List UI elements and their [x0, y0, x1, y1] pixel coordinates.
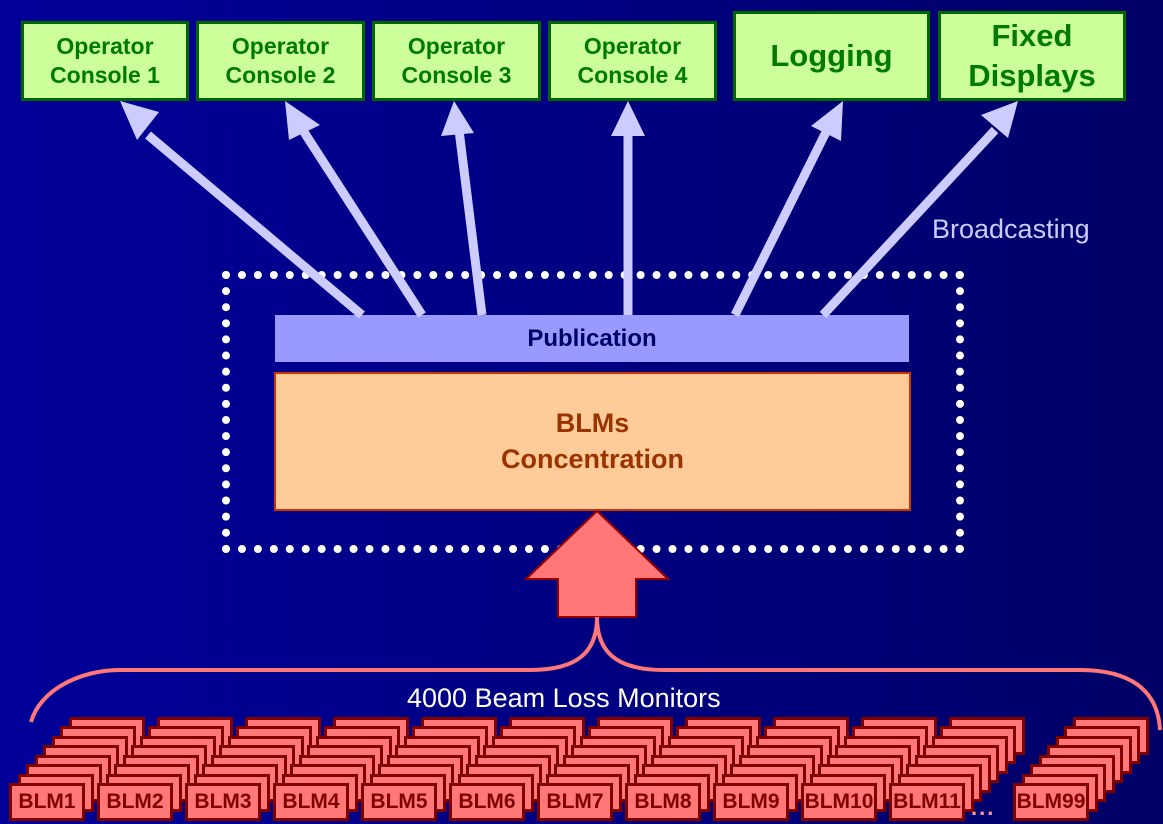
broadcast-arrow-2	[285, 101, 426, 318]
concentration-layer: BLMs Concentration	[274, 372, 911, 511]
blm-card-label: BLM5	[370, 790, 428, 813]
blm-card-label: BLM6	[458, 790, 516, 813]
blm-card-3: BLM3	[185, 783, 261, 821]
fixed-displays-label: Fixed Displays	[968, 17, 1096, 93]
blm-card-label: BLM8	[634, 790, 692, 813]
broadcasting-label: Broadcasting	[932, 214, 1090, 244]
blm-card-1: BLM1	[9, 783, 85, 821]
logging-box: Logging	[733, 11, 930, 101]
broadcast-arrow-3-head	[441, 101, 474, 136]
blm-card-6: BLM6	[449, 783, 525, 821]
blm-card-last: BLM99	[1013, 783, 1089, 821]
blm-card-label: BLM11	[893, 790, 961, 813]
aggregation-up-arrow	[523, 509, 671, 618]
broadcast-arrows	[120, 101, 1018, 319]
operator-console-3-label: Operator Console 3	[401, 33, 512, 88]
broadcast-arrow-5-head	[811, 101, 843, 141]
broadcast-arrow-4-head	[611, 101, 645, 136]
broadcast-arrow-5	[730, 101, 843, 318]
monitors-brace	[29, 616, 1162, 731]
broadcast-arrow-4	[611, 101, 645, 315]
blm-card-label: BLM99	[1016, 790, 1086, 813]
broadcast-arrow-6-head	[981, 101, 1018, 138]
blm-card-label: BLM7	[546, 790, 604, 813]
more-monitors-ellipsis: ...	[971, 795, 996, 820]
fixed-displays-box: Fixed Displays	[938, 11, 1126, 101]
broadcast-arrow-2-shaft	[300, 129, 426, 318]
operator-console-3-box: Operator Console 3	[372, 21, 541, 101]
broadcast-arrow-1-head	[120, 101, 159, 140]
blm-card-10: BLM10	[801, 783, 877, 821]
operator-console-2-label: Operator Console 2	[225, 33, 336, 88]
broadcast-arrow-2-head	[285, 101, 320, 140]
publication-layer: Publication	[275, 315, 909, 362]
blm-card-2: BLM2	[97, 783, 173, 821]
logging-label: Logging	[770, 37, 893, 73]
blm-card-8: BLM8	[625, 783, 701, 821]
operator-console-1-box: Operator Console 1	[21, 21, 189, 101]
blm-card-11: BLM11	[889, 783, 965, 821]
blm-card-label: BLM1	[18, 790, 76, 813]
broadcast-arrow-1	[120, 101, 365, 319]
blm-card-5: BLM5	[361, 783, 437, 821]
monitors-caption: 4000 Beam Loss Monitors	[407, 683, 721, 713]
blm-card-7: BLM7	[537, 783, 613, 821]
broadcast-arrow-5-shaft	[730, 129, 831, 318]
blm-card-label: BLM10	[804, 790, 874, 813]
blm-card-9: BLM9	[713, 783, 789, 821]
blm-card-4: BLM4	[273, 783, 349, 821]
operator-console-1-label: Operator Console 1	[50, 33, 160, 88]
blm-card-label: BLM2	[106, 790, 164, 813]
operator-console-4-box: Operator Console 4	[548, 21, 717, 101]
broadcast-arrow-3-shaft	[454, 129, 487, 316]
concentration-label-line2: Concentration	[500, 443, 684, 474]
blm-card-label: BLM4	[282, 790, 340, 813]
operator-console-4-label: Operator Console 4	[577, 33, 688, 88]
concentration-label-line1: BLMs	[555, 408, 630, 439]
blm-card-label: BLM9	[722, 790, 780, 813]
broadcast-arrow-6-shaft	[819, 126, 999, 319]
broadcast-arrow-1-shaft	[145, 131, 365, 319]
broadcast-arrow-3	[441, 101, 487, 316]
operator-console-2-box: Operator Console 2	[196, 21, 365, 101]
publication-label: Publication	[527, 324, 657, 352]
broadcast-arrow-6	[819, 101, 1018, 319]
blm-card-label: BLM3	[194, 790, 252, 813]
